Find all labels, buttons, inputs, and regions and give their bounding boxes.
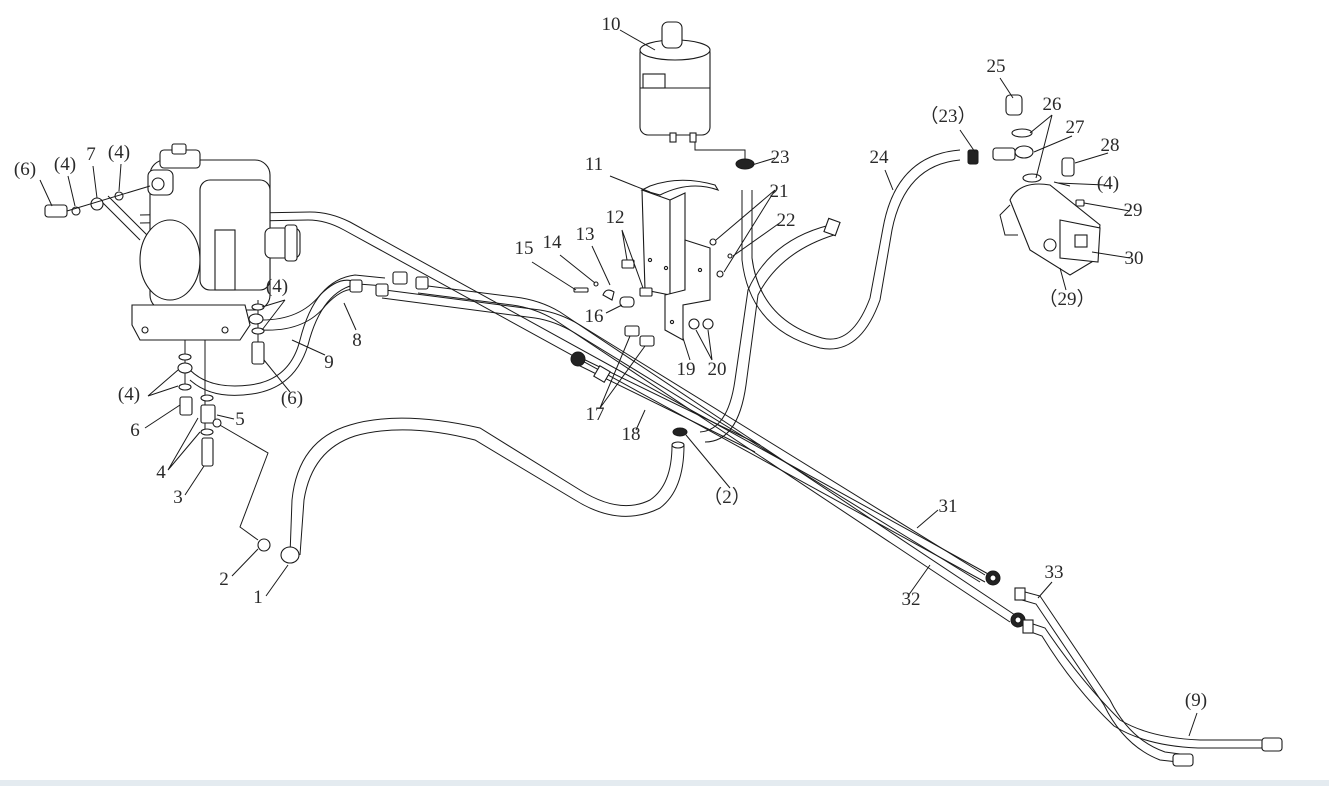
pipe-9-lower	[1022, 619, 1283, 752]
callout-label: （2）	[703, 486, 751, 508]
bracket-11	[640, 179, 720, 296]
callout-label: 16	[585, 306, 604, 327]
callout-label: 14	[543, 232, 563, 253]
leader-lines	[39, 29, 1198, 737]
callout-label: (4)	[1097, 173, 1119, 194]
callout-label: 15	[515, 238, 534, 259]
callout-label: (6)	[14, 159, 36, 180]
callout-label: 6	[130, 420, 140, 441]
callout-label: 31	[939, 496, 958, 517]
callout-label: 23	[771, 147, 790, 168]
callout-label: （23）	[919, 105, 976, 127]
clamp-2b	[672, 427, 688, 437]
fitting-bottom-stack	[177, 340, 222, 467]
callout-label: 4	[156, 462, 166, 483]
bracket-19	[664, 239, 711, 341]
callout-label: 18	[622, 424, 641, 445]
callout-label: 24	[870, 147, 890, 168]
callout-label: (9)	[1185, 690, 1207, 711]
callout-label: 19	[677, 359, 696, 380]
callout-label: 2	[219, 569, 229, 590]
pipe-31	[381, 289, 986, 583]
footer-bar	[0, 780, 1329, 786]
callout-label: 3	[173, 487, 183, 508]
callout-label: 12	[606, 207, 625, 228]
pipe-32	[417, 284, 1016, 623]
callout-label: 13	[576, 224, 595, 245]
hose-1	[280, 417, 685, 564]
pump-fittings	[992, 94, 1085, 207]
callout-label: 29	[1124, 200, 1143, 221]
fitting-left-stack	[44, 185, 151, 218]
callout-label: 5	[235, 409, 245, 430]
callout-label: 11	[585, 154, 603, 175]
callout-label: (4)	[54, 154, 76, 175]
callout-label: (4)	[108, 142, 130, 163]
clamp-2	[257, 538, 271, 552]
pump-30	[999, 183, 1101, 276]
callout-label: 25	[987, 56, 1006, 77]
fitting-right-stack	[248, 300, 265, 365]
callout-label: 8	[352, 330, 362, 351]
callout-label: 20	[708, 359, 727, 380]
callout-label: 33	[1045, 562, 1064, 583]
callout-label: 32	[902, 589, 921, 610]
callout-label: 26	[1043, 94, 1062, 115]
callout-label: (6)	[281, 388, 303, 409]
callout-label: (4)	[266, 276, 288, 297]
callout-label: (4)	[118, 384, 140, 405]
callout-label: 10	[602, 14, 621, 35]
callout-label: 7	[86, 144, 96, 165]
callout-label: 30	[1125, 248, 1144, 269]
hose-24	[741, 149, 961, 350]
steering-gear	[131, 143, 301, 341]
callout-label: 1	[253, 587, 263, 608]
pipe-7	[99, 195, 991, 583]
hose-return	[699, 217, 841, 443]
callout-label: 17	[586, 404, 605, 425]
callout-labels: (6)(4)7(4)(4)89(6)(4)6543211011121314151…	[14, 14, 1207, 711]
hose-9	[189, 274, 386, 396]
callout-label: 21	[770, 181, 789, 202]
callout-label: 9	[324, 352, 334, 373]
clamp-23b	[967, 149, 979, 165]
callout-label: （29）	[1038, 288, 1095, 310]
clamp-23	[735, 158, 755, 170]
pipe-33	[1014, 587, 1194, 767]
reservoir-10	[639, 21, 746, 168]
callout-label: 22	[777, 210, 796, 231]
nut-18	[570, 351, 586, 367]
callout-label: 28	[1101, 135, 1120, 156]
callout-label: 27	[1066, 117, 1085, 138]
